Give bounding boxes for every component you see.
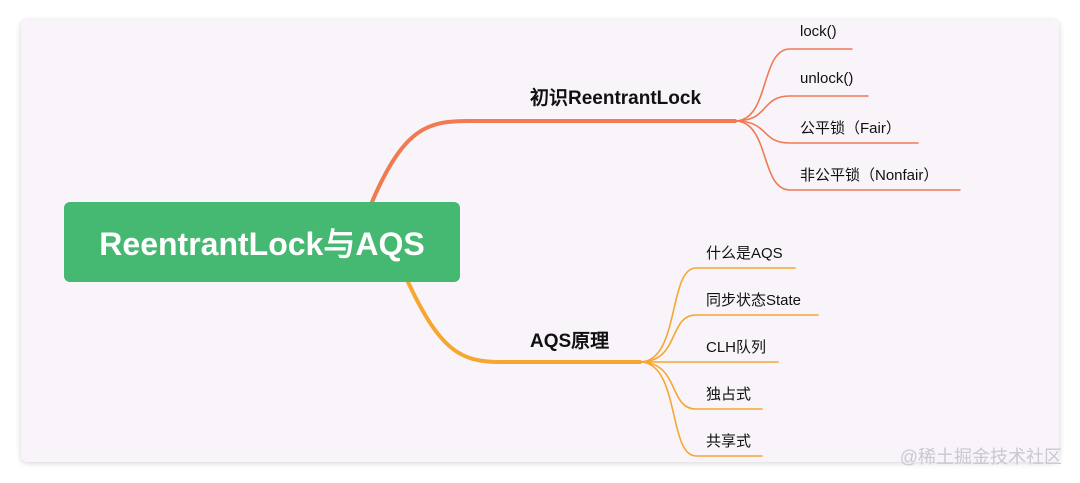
leaf-label: unlock()	[800, 70, 854, 87]
branch-label: 初识ReentrantLock	[530, 88, 702, 109]
connector-root-branch-1	[370, 119, 737, 204]
connector-branch-1-leaf-3	[734, 120, 919, 144]
leaf-label: CLH队列	[706, 339, 767, 356]
leaf-shared[interactable]: 共享式	[706, 430, 751, 451]
leaf-label: 独占式	[706, 386, 752, 403]
branch-label: AQS原理	[530, 331, 610, 352]
root-node[interactable]: ReentrantLock与AQS	[64, 202, 460, 282]
branch-node-aqs[interactable]: AQS原理	[530, 326, 609, 353]
connector-branch-2-leaf-4	[639, 361, 763, 410]
connector-root-branch-2	[406, 280, 642, 364]
leaf-clh-queue[interactable]: CLH队列	[706, 336, 766, 357]
leaf-exclusive[interactable]: 独占式	[706, 383, 751, 404]
root-label: ReentrantLock与AQS	[99, 226, 425, 262]
leaf-sync-state[interactable]: 同步状态State	[706, 289, 801, 310]
leaf-label: 非公平锁（Nonfair）	[800, 167, 939, 184]
leaf-label: lock()	[800, 23, 837, 40]
connector-branch-1-leaf-4	[734, 120, 961, 191]
connector-branch-2-leaf-5	[639, 361, 763, 457]
connector-branch-1-leaf-2	[734, 95, 869, 122]
branch-node-reentrantlock[interactable]: 初识ReentrantLock	[530, 83, 701, 110]
leaf-fair-lock[interactable]: 公平锁（Fair）	[800, 117, 901, 138]
leaf-label: 同步状态State	[706, 292, 802, 309]
connector-branch-1-leaf-1	[734, 48, 853, 122]
leaf-label: 共享式	[706, 433, 752, 450]
leaf-unlock[interactable]: unlock()	[800, 70, 853, 87]
leaf-label: 公平锁（Fair）	[800, 120, 901, 137]
leaf-nonfair-lock[interactable]: 非公平锁（Nonfair）	[800, 164, 938, 185]
leaf-what-is-aqs[interactable]: 什么是AQS	[706, 242, 783, 263]
leaf-label: 什么是AQS	[706, 245, 783, 262]
watermark: @稀土掘金技术社区	[899, 447, 1062, 467]
leaf-lock[interactable]: lock()	[800, 23, 837, 40]
connector-branch-2-leaf-1	[639, 267, 796, 363]
connector-branch-2-leaf-2	[639, 314, 819, 363]
